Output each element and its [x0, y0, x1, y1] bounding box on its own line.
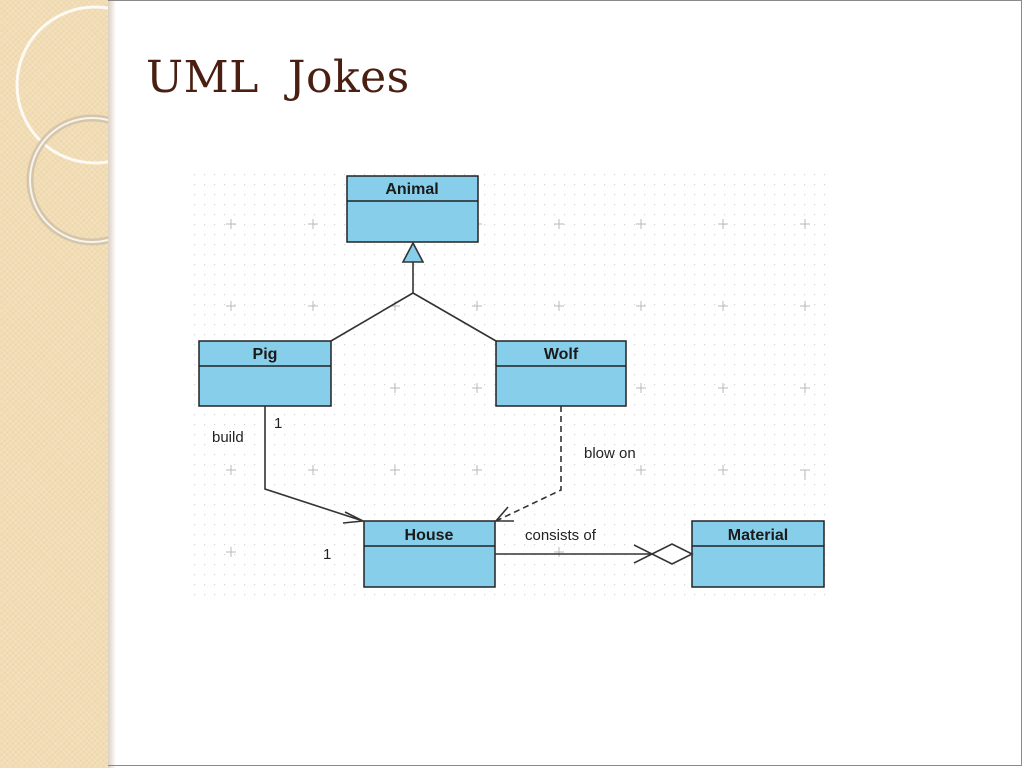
side-decoration-panel — [0, 0, 108, 768]
generalization-arrow — [330, 241, 497, 342]
grid-crosses — [226, 219, 810, 557]
multiplicity-house: 1 — [323, 546, 331, 563]
class-name-pig: Pig — [253, 346, 278, 363]
class-name-material: Material — [728, 527, 788, 544]
label-blow-on: blow on — [584, 445, 636, 462]
class-name-wolf: Wolf — [544, 346, 579, 363]
association-build — [264, 406, 366, 524]
slide-title: UML Jokes — [146, 52, 410, 103]
side-panel-shadow — [108, 0, 116, 768]
class-wolf: Wolf — [495, 340, 627, 407]
aggregation-consists-of — [495, 543, 694, 565]
class-name-house: House — [405, 527, 454, 544]
class-animal: Animal — [346, 175, 479, 243]
label-build: build — [212, 429, 244, 446]
aggregation-diamond-icon — [650, 543, 694, 565]
decorative-rings-icon — [15, 5, 108, 246]
label-consists-of: consists of — [525, 527, 597, 544]
inheritance-triangle-icon — [401, 241, 425, 263]
class-house: House — [363, 520, 496, 588]
dependency-blow-on — [494, 406, 562, 522]
class-material: Material — [691, 520, 825, 588]
class-pig: Pig — [198, 340, 332, 407]
class-name-animal: Animal — [385, 181, 438, 198]
multiplicity-pig: 1 — [274, 415, 282, 432]
